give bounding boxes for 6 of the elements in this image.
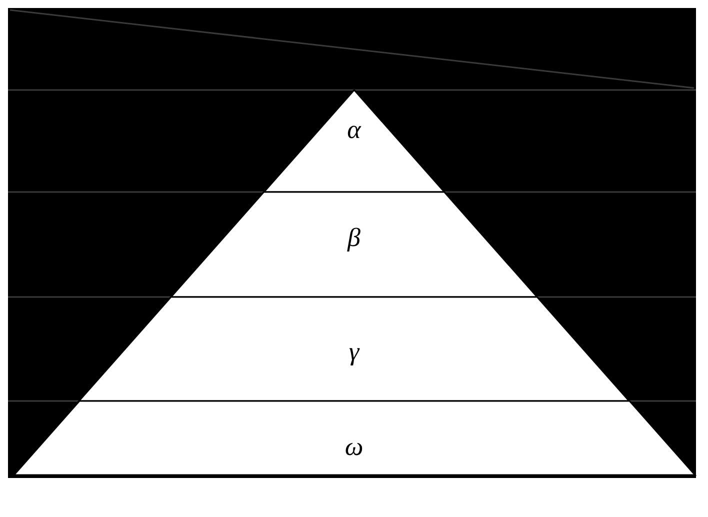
tier-label: α	[347, 115, 361, 145]
pyramid-tier	[78, 297, 630, 401]
tier-label: γ	[348, 337, 360, 367]
pyramid-tier	[14, 401, 694, 475]
tier-label: β	[348, 223, 360, 253]
tier-label: ω	[344, 432, 364, 462]
